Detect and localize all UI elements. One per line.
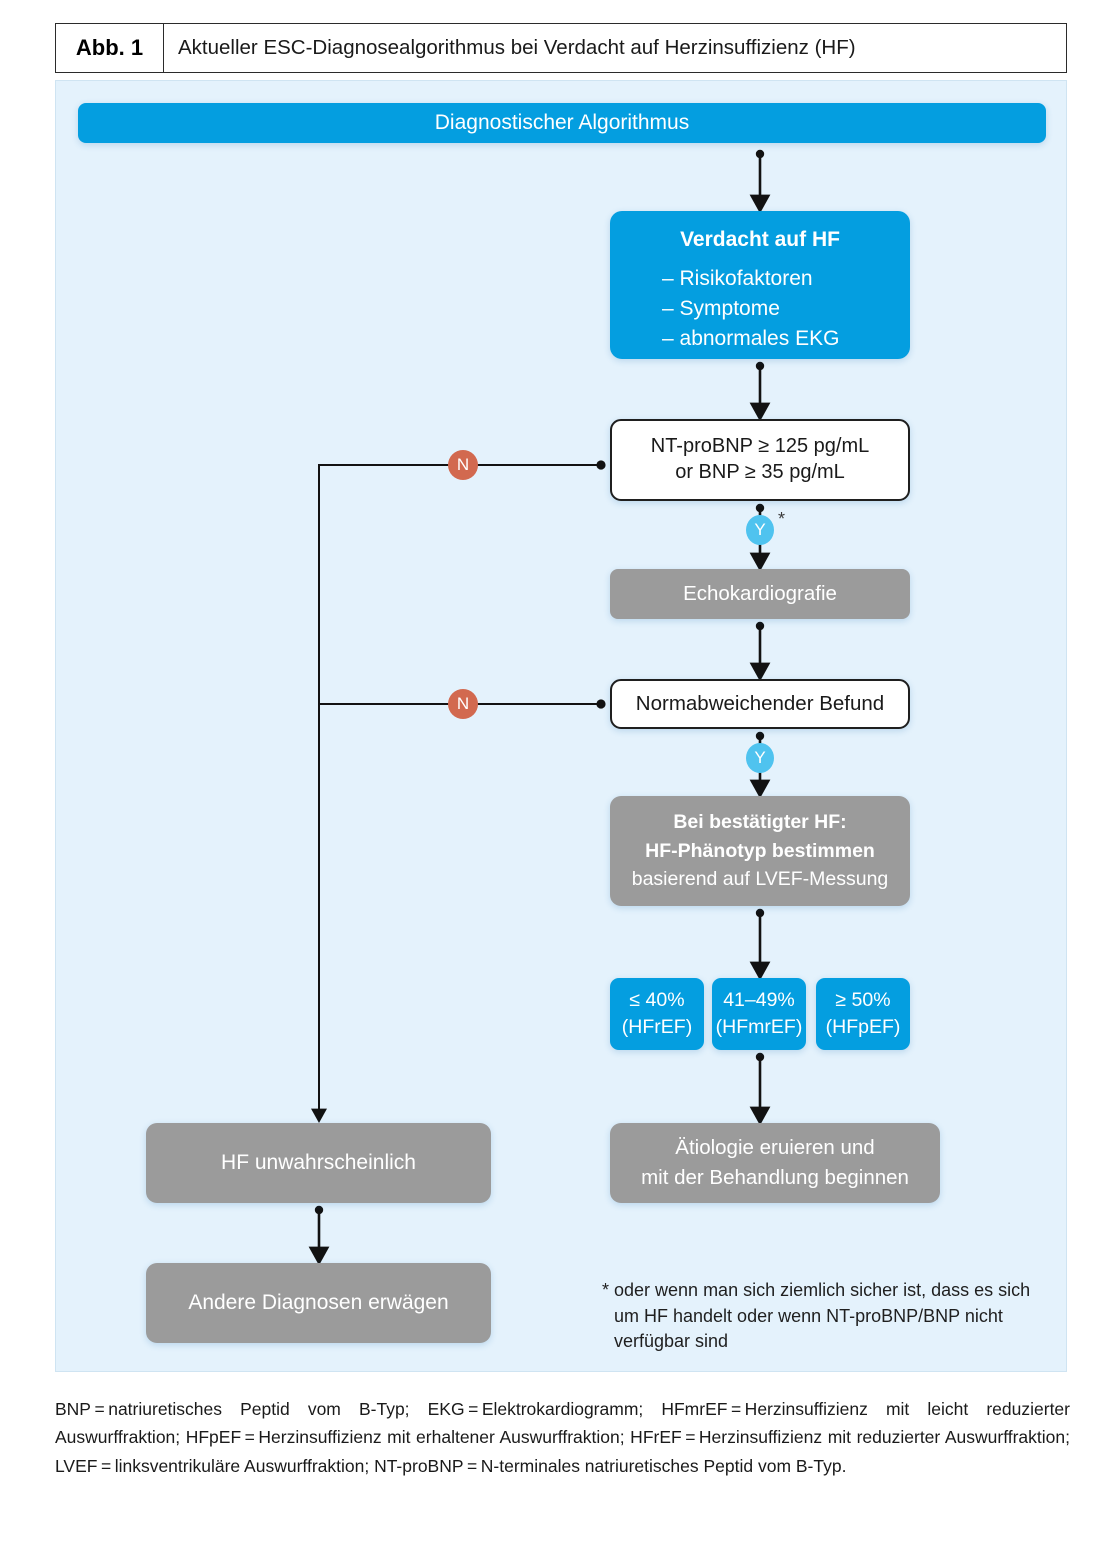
node-ef-hfmref: 41–49% (HFmrEF) — [712, 978, 806, 1050]
node-hf-phenotype: Bei bestätigter HF: HF-Phänotyp bestimme… — [610, 796, 910, 906]
etiology-line-1: Ätiologie eruieren und — [675, 1135, 875, 1159]
node-heading: Verdacht auf HF — [680, 228, 840, 252]
flowchart-canvas: Diagnostischer Algorithmus Verdacht auf … — [55, 80, 1067, 1372]
node-hf-unlikely: HF unwahrscheinlich — [146, 1123, 491, 1203]
ef-value: 41–49% — [723, 989, 795, 1012]
ef-value: ≤ 40% — [629, 989, 685, 1012]
bnp-line-1: NT-proBNP ≥ 125 pg/mL — [650, 435, 870, 458]
node-abnormal-finding: Normabweichender Befund — [610, 679, 910, 729]
node-suspected-hf: Verdacht auf HF – Risikofaktoren – Sympt… — [610, 211, 910, 359]
node-diagnostic-algorithm: Diagnostischer Algorithmus — [78, 103, 1046, 143]
node-ef-hfpef: ≥ 50% (HFpEF) — [816, 978, 910, 1050]
node-echocardiography: Echokardiografie — [610, 569, 910, 619]
node-bullet-list: – Risikofaktoren – Symptome – abnormales… — [610, 262, 839, 357]
node-label: Echokardiografie — [683, 581, 837, 605]
figure-title: Aktueller ESC-Diagnosealgorithmus bei Ve… — [178, 36, 856, 59]
footnote-text: * oder wenn man sich ziemlich sicher ist… — [602, 1280, 1031, 1352]
node-other-diagnoses: Andere Diagnosen erwägen — [146, 1263, 491, 1343]
node-label: Andere Diagnosen erwägen — [188, 1290, 449, 1314]
node-bnp-threshold: NT-proBNP ≥ 125 pg/mL or BNP ≥ 35 pg/mL — [610, 419, 910, 501]
etiology-line-2: mit der Behandlung beginnen — [641, 1166, 909, 1189]
ef-name: (HFrEF) — [621, 1016, 693, 1038]
node-label: HF unwahrscheinlich — [221, 1150, 416, 1174]
bullet-symptoms: – Symptome — [662, 297, 780, 320]
abbreviation-legend: BNP = natriuretisches Peptid vom B-Typ; … — [55, 1399, 1070, 1476]
badge-yes-abnormal: Y — [746, 743, 774, 773]
ef-value: ≥ 50% — [835, 989, 891, 1012]
badge-no-bnp: N — [448, 450, 478, 480]
phenotype-line-3: basierend auf LVEF-Messung — [631, 868, 889, 891]
badge-yes-bnp: Y — [746, 515, 774, 545]
phenotype-line-1: Bei bestätigter HF: — [673, 810, 847, 833]
node-ef-hfref: ≤ 40% (HFrEF) — [610, 978, 704, 1050]
node-label: Diagnostischer Algorithmus — [434, 110, 690, 134]
node-etiology-treatment: Ätiologie eruieren und mit der Behandlun… — [610, 1123, 940, 1203]
badge-no-abnormal: N — [448, 689, 478, 719]
ef-name: (HFpEF) — [825, 1016, 901, 1038]
phenotype-line-2: HF-Phänotyp bestimmen — [645, 839, 875, 862]
bullet-risk-factors: – Risikofaktoren — [662, 266, 813, 290]
bullet-abnormal-ecg: – abnormales EKG — [662, 327, 840, 351]
bnp-line-2: or BNP ≥ 35 pg/mL — [675, 461, 845, 483]
ef-name: (HFmrEF) — [715, 1016, 803, 1038]
figure-header: Abb. 1 Aktueller ESC-Diagnosealgorithmus… — [55, 23, 1067, 73]
figure-number: Abb. 1 — [56, 24, 164, 72]
node-label: Normabweichender Befund — [635, 691, 885, 715]
asterisk-marker: * — [778, 509, 786, 529]
